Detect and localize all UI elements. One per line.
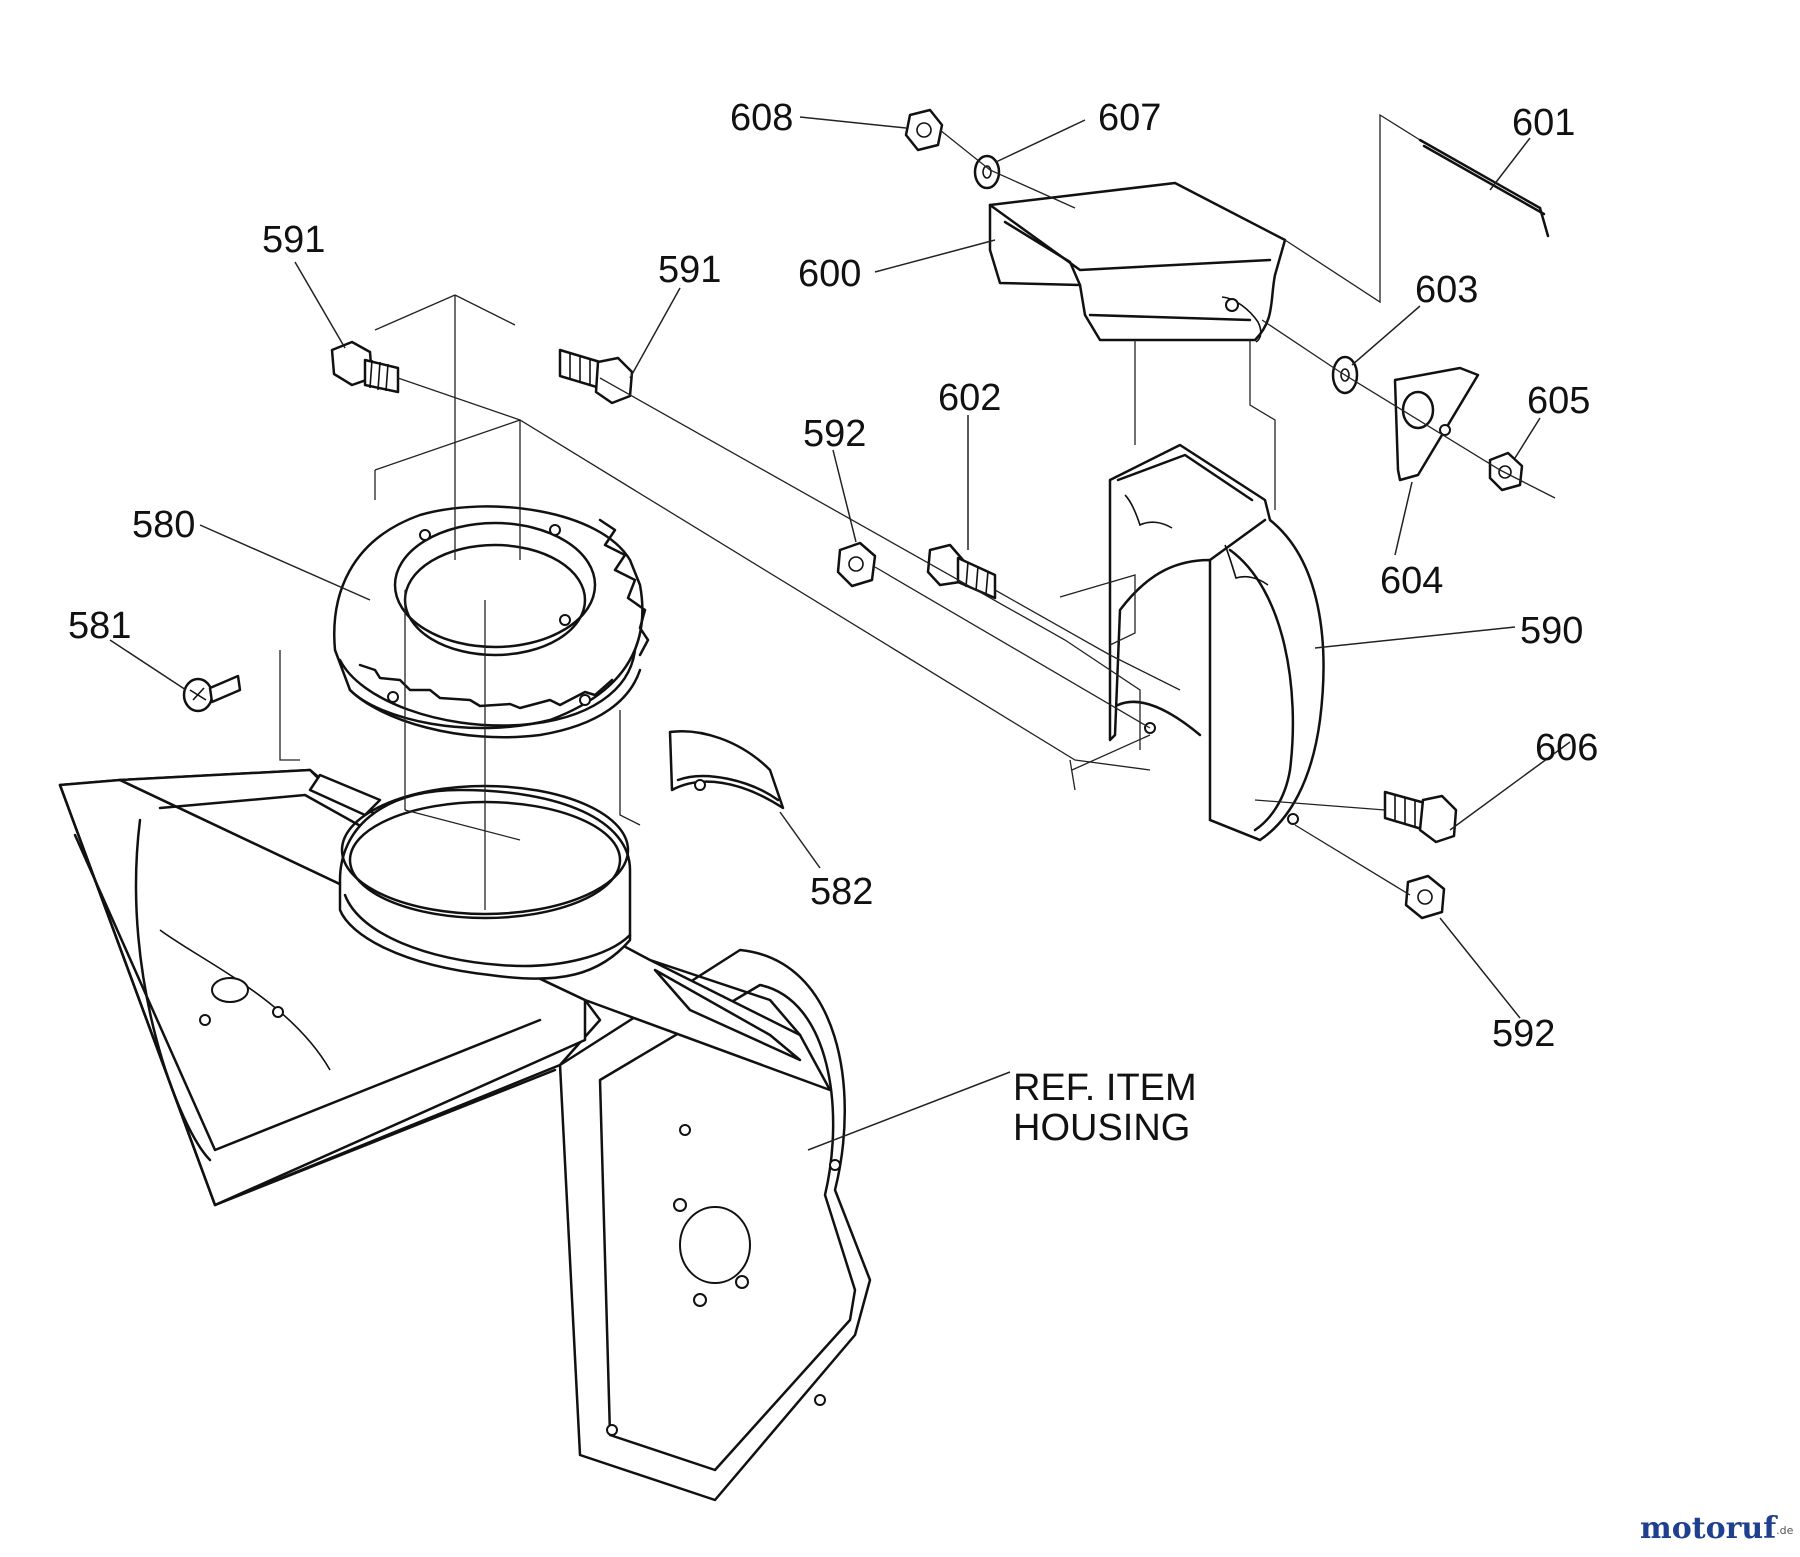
label-608: 608 xyxy=(730,97,793,139)
screw-581-drawing xyxy=(182,674,242,713)
watermark-suffix: .de xyxy=(1776,1524,1793,1537)
label-603: 603 xyxy=(1415,269,1478,311)
deflector-drawing xyxy=(988,181,1287,343)
chute-collar-drawing xyxy=(333,505,650,739)
pin-601-drawing xyxy=(1418,138,1550,238)
label-591-left: 591 xyxy=(262,219,325,261)
label-581: 581 xyxy=(68,605,131,647)
part-labels: 608 607 601 591 591 600 603 602 605 592 … xyxy=(68,97,1598,1149)
label-601: 601 xyxy=(1512,102,1575,144)
label-592-lower: 592 xyxy=(1492,1013,1555,1055)
washer-603-drawing xyxy=(1331,355,1359,395)
chute-drawing xyxy=(1108,443,1325,842)
label-606: 606 xyxy=(1535,727,1598,769)
watermark-text: motoruf xyxy=(1640,1511,1778,1546)
nut-592-upper-drawing xyxy=(836,541,877,588)
nut-605-drawing xyxy=(1488,451,1524,492)
label-605: 605 xyxy=(1527,380,1590,422)
label-590: 590 xyxy=(1520,610,1583,652)
bolt-602-drawing xyxy=(926,543,997,600)
bolt-606-drawing xyxy=(1383,790,1458,844)
label-591-right: 591 xyxy=(658,249,721,291)
watermark-logo: motoruf.de xyxy=(1640,1511,1794,1546)
label-602: 602 xyxy=(938,377,1001,419)
knob-604-drawing xyxy=(1393,366,1480,482)
label-604: 604 xyxy=(1380,560,1443,602)
keeper-drawing xyxy=(668,730,785,810)
label-580: 580 xyxy=(132,504,195,546)
svg-text:motoruf.de: motoruf.de xyxy=(1640,1511,1794,1546)
housing-drawing xyxy=(58,768,872,1502)
ref-item-label: REF. ITEM xyxy=(1013,1067,1197,1109)
leader-lines xyxy=(109,116,1571,1151)
assembly-lines xyxy=(279,113,1556,910)
bolt-591-left-drawing xyxy=(330,340,400,394)
bolt-591-right-drawing xyxy=(558,348,634,405)
label-607: 607 xyxy=(1098,97,1161,139)
label-592-upper: 592 xyxy=(803,413,866,455)
label-600: 600 xyxy=(798,253,861,295)
label-582: 582 xyxy=(810,871,873,913)
nut-592-lower-drawing xyxy=(1404,874,1446,920)
housing-label: HOUSING xyxy=(1013,1107,1190,1149)
washer-607-drawing xyxy=(973,154,1001,190)
nut-608-drawing xyxy=(904,108,944,152)
